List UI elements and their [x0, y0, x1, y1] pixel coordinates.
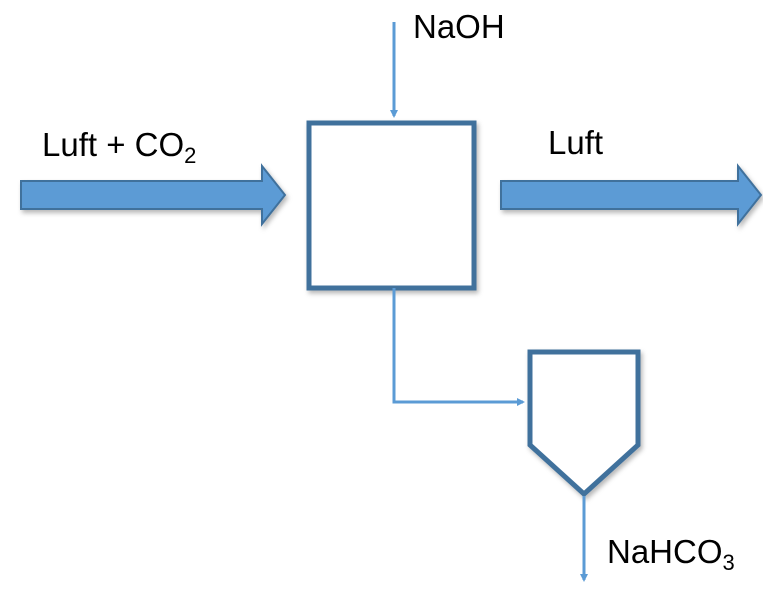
product-label-main: NaHCO — [607, 533, 723, 570]
input-stream-label-subscript: 2 — [184, 143, 197, 168]
input-stream-arrow — [20, 163, 287, 227]
reagent-label: NaOH — [413, 8, 505, 45]
output-stream-label: Luft — [548, 124, 604, 161]
input-stream-label-main: Luft + CO — [42, 126, 185, 163]
product-label-subscript: 3 — [722, 550, 735, 575]
output-stream-arrow — [500, 163, 763, 227]
input-stream-label: Luft + CO2 — [42, 126, 196, 167]
transfer-line — [392, 288, 525, 406]
product-label: NaHCO3 — [607, 533, 735, 574]
separator-vessel — [527, 349, 641, 498]
reactor-vessel — [306, 120, 477, 291]
